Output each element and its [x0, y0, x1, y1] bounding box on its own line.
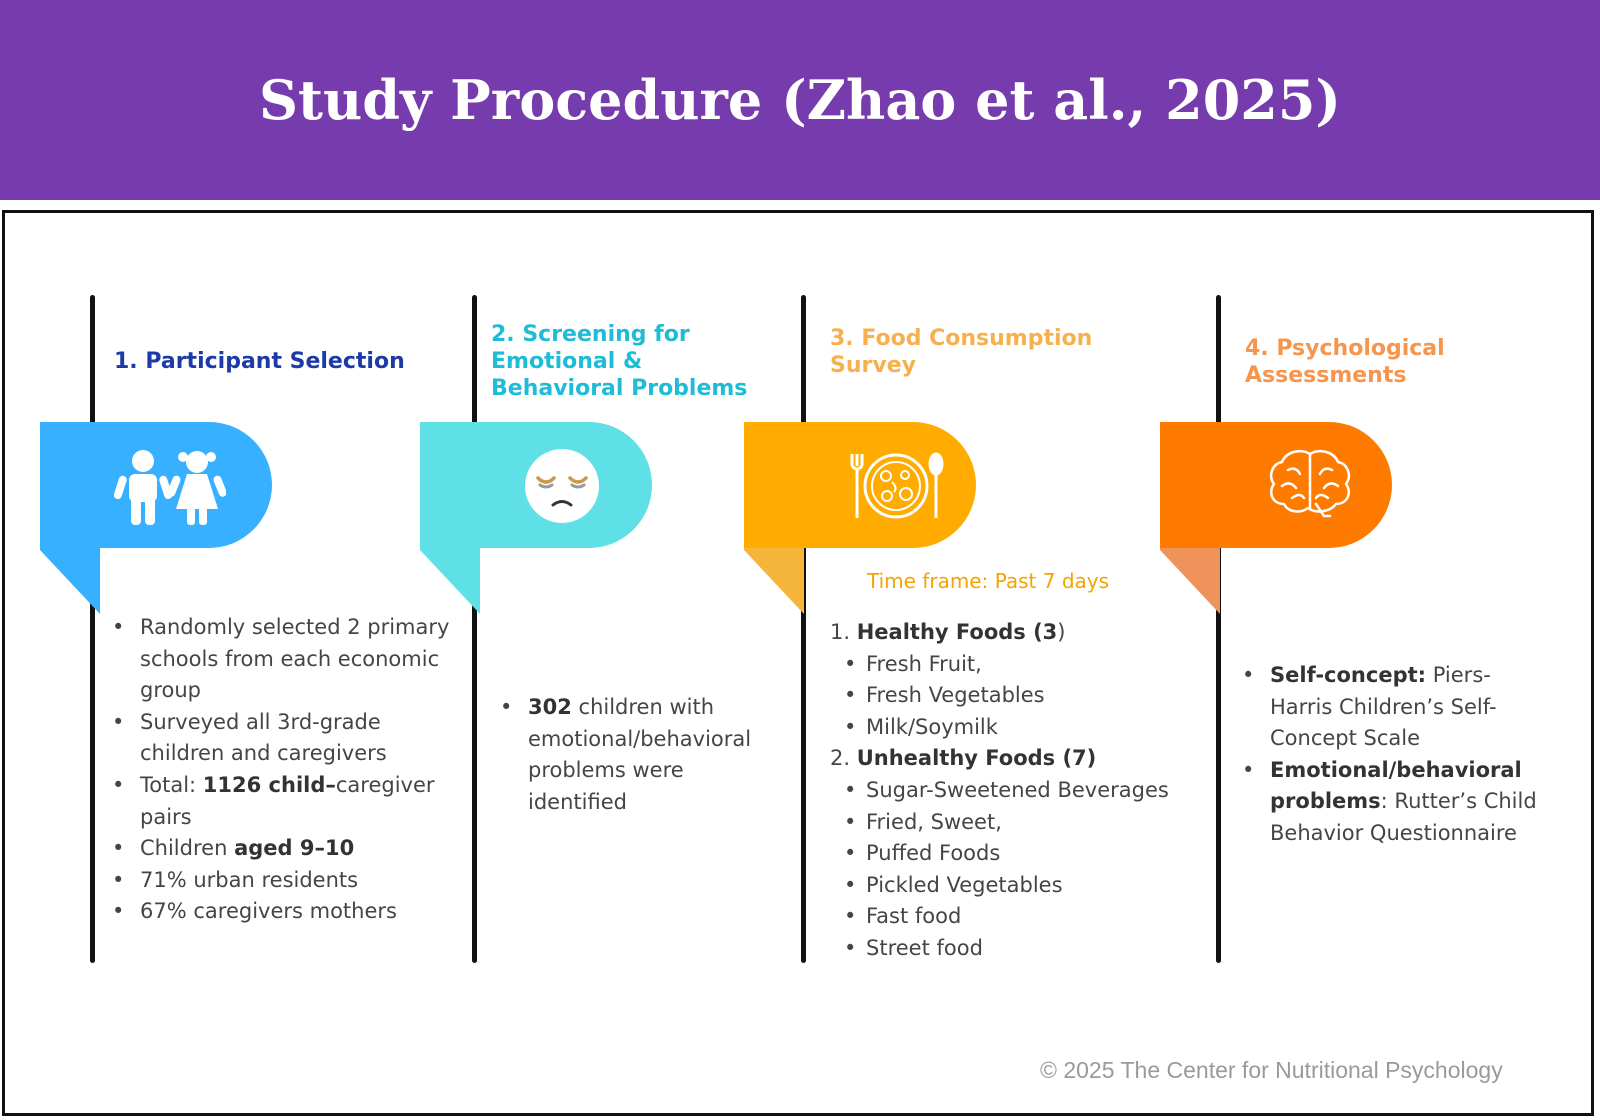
page-title: Study Procedure (Zhao et al., 2025)	[259, 68, 1341, 132]
step-1-bullets: Randomly selected 2 primary schools from…	[112, 612, 452, 928]
list-item: Randomly selected 2 primary schools from…	[112, 612, 452, 707]
list-item: Puffed Foods	[830, 838, 1190, 870]
timeline-line-1	[90, 295, 95, 963]
step-4-flag	[1160, 540, 1220, 614]
list-item: Surveyed all 3rd-grade children and care…	[112, 707, 452, 770]
list-item: Total: 1126 child–caregiver pairs	[112, 770, 452, 833]
step-4-tab	[1160, 422, 1392, 548]
step-2-bullets: 302 children with emotional/behavioral p…	[500, 692, 780, 818]
list-item: Fast food	[830, 901, 1190, 933]
brain-icon	[1270, 450, 1350, 518]
timeline-line-4	[1216, 295, 1221, 963]
step-2-title: 2. Screening for Emotional & Behavioral …	[491, 322, 748, 401]
step-1-flag	[40, 540, 100, 614]
step-4-bullets: Self-concept: Piers-Harris Children’s Se…	[1242, 660, 1552, 850]
step-3-flag	[744, 540, 804, 614]
plate-fork-spoon-icon	[850, 452, 944, 519]
step-4-title: 4. Psychological Assessments	[1245, 336, 1445, 388]
step-2-flag	[420, 540, 480, 614]
healthy-foods-heading: 1. Healthy Foods (3)	[830, 620, 1066, 644]
step-1-title: 1. Participant Selection	[114, 349, 405, 374]
unhealthy-foods-heading: 2. Unhealthy Foods (7)	[830, 746, 1097, 771]
list-item: Street food	[830, 933, 1190, 965]
sad-face-icon	[525, 449, 599, 523]
list-item: Children aged 9–10	[112, 833, 452, 865]
header-banner: Study Procedure (Zhao et al., 2025)	[0, 0, 1600, 200]
children-icon	[114, 450, 226, 525]
list-item: Self-concept: Piers-Harris Children’s Se…	[1242, 660, 1552, 755]
copyright-text: © 2025 The Center for Nutritional Psycho…	[1040, 1057, 1503, 1083]
list-item: Milk/Soymilk	[830, 712, 1190, 744]
list-item: Pickled Vegetables	[830, 870, 1190, 902]
timeline-line-3	[801, 295, 806, 963]
list-item: Fried, Sweet,	[830, 807, 1190, 839]
list-item: Fresh Vegetables	[830, 680, 1190, 712]
list-item: Sugar-Sweetened Beverages	[830, 775, 1190, 807]
timeline-line-2	[472, 295, 477, 963]
step-3-title: 3. Food Consumption Survey	[830, 326, 1093, 378]
timeframe-label: Time frame: Past 7 days	[867, 569, 1110, 593]
list-item: 71% urban residents	[112, 865, 452, 897]
list-item: Fresh Fruit,	[830, 649, 1190, 681]
step-3-list: 1. Healthy Foods (3) Fresh Fruit, Fresh …	[830, 617, 1190, 965]
list-item: 302 children with emotional/behavioral p…	[500, 692, 780, 818]
list-item: Emotional/behavioral problems: Rutter’s …	[1242, 755, 1552, 850]
list-item: 67% caregivers mothers	[112, 896, 452, 928]
